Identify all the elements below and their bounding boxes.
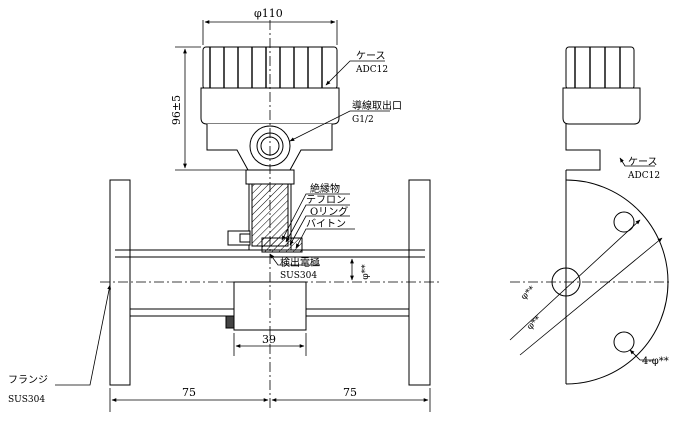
dim-holes: 4-φ** xyxy=(642,356,669,367)
dim-phi-side-upper: φ** xyxy=(519,284,537,302)
label-insulator: 絶縁物 xyxy=(310,182,340,195)
side-view xyxy=(509,46,669,385)
dim-height: 96±5 xyxy=(170,95,183,125)
label-case-front-material: ADC12 xyxy=(355,65,388,75)
dimension-lines xyxy=(109,20,431,412)
label-flange: フランジ xyxy=(8,374,48,386)
label-case-side-material: ADC12 xyxy=(627,171,660,181)
dim-left-75: 75 xyxy=(182,386,196,399)
dim-phi-center: φ** xyxy=(361,264,371,280)
dim-phi-side-lower: φ** xyxy=(525,314,543,332)
label-viton: バイトン xyxy=(306,218,346,230)
label-electrode-material: SUS304 xyxy=(280,271,317,281)
label-teflon: テフロン xyxy=(306,195,346,206)
dim-top-diameter: φ110 xyxy=(254,7,283,20)
label-oring: Oリング xyxy=(310,205,348,218)
dim-39: 39 xyxy=(262,333,276,346)
label-electrode: 検出電極 xyxy=(280,256,320,269)
leader-lines xyxy=(55,60,390,386)
dim-right-75: 75 xyxy=(343,386,357,399)
label-conduit-spec: G1/2 xyxy=(352,115,374,125)
label-conduit: 導線取出口 xyxy=(352,99,402,112)
label-flange-material: SUS304 xyxy=(8,395,45,405)
label-case-front: ケース xyxy=(356,50,386,62)
label-case-side: ケース xyxy=(628,156,658,168)
